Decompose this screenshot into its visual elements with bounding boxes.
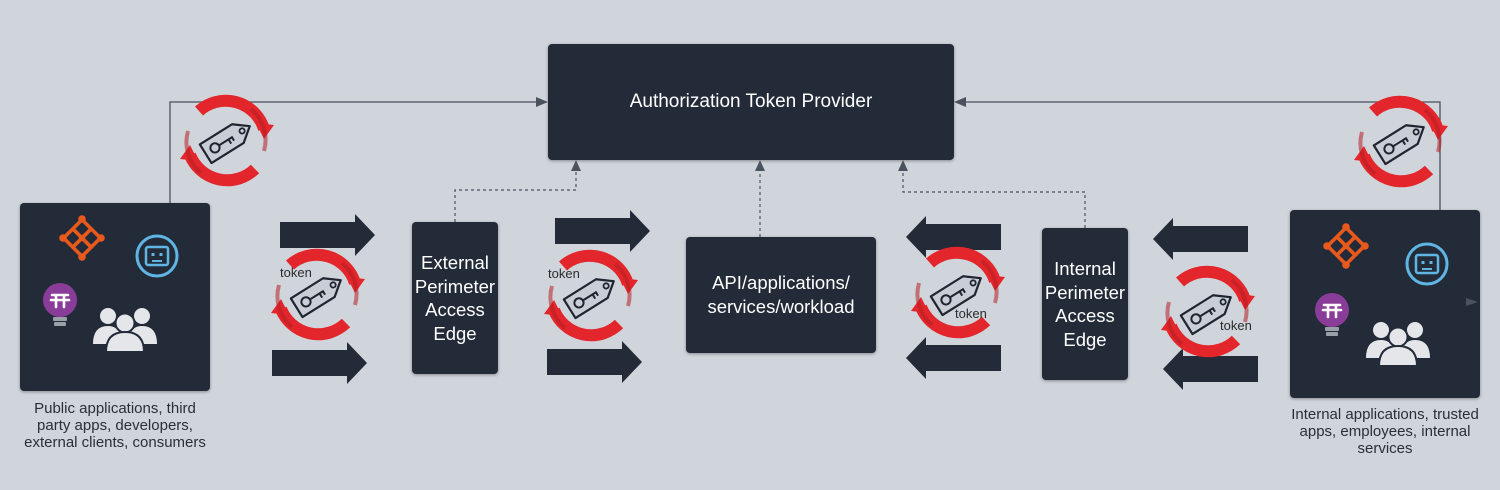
chat-bot-icon [135, 234, 179, 278]
key-tag-refresh-icon [180, 101, 274, 181]
api-applications-box: API/applications/ services/workload [686, 237, 876, 353]
int-edge-line: Edge [1063, 328, 1107, 350]
key-tag-refresh-icon [1161, 272, 1255, 352]
public-clients-caption: Public applications, third party apps, d… [10, 400, 220, 451]
ext-edge-line: External [421, 252, 489, 273]
ext-edge-line: Perimeter [414, 275, 496, 297]
provider-label: Authorization Token Provider [629, 91, 873, 112]
request-arrow [1153, 218, 1248, 260]
external-perimeter-access-edge-box: External Perimeter Access Edge [412, 222, 498, 374]
internal-perimeter-access-edge-box: Internal Perimeter Access Edge [1042, 228, 1128, 380]
request-arrow [547, 341, 642, 383]
people-group-icon [1365, 321, 1431, 367]
caption-line: apps, employees, internal [1299, 423, 1471, 440]
internal-clients-caption: Internal applications, trusted apps, emp… [1278, 406, 1492, 457]
ext-edge-line: Edge [433, 322, 477, 344]
request-arrow [280, 214, 375, 256]
token-label: token [280, 265, 312, 280]
authorization-token-provider-box: Authorization Token Provider [548, 44, 954, 160]
chat-bot-icon [1405, 242, 1449, 286]
connector-lines [169, 97, 1478, 306]
token-label: token [548, 266, 580, 281]
token-label: token [1220, 318, 1252, 333]
purple-bulb-icon [41, 281, 79, 328]
caption-line: Internal applications, trusted [1291, 406, 1479, 423]
api-line: services/workload [707, 296, 855, 317]
people-group-icon [92, 307, 158, 353]
orange-network-icon [1321, 221, 1371, 271]
key-tag-refresh-icon [1354, 102, 1448, 182]
request-arrow [272, 342, 367, 384]
caption-line: party apps, developers, [37, 417, 193, 434]
orange-network-icon [57, 213, 107, 263]
request-arrow [906, 337, 1001, 379]
int-edge-line: Perimeter [1044, 281, 1126, 303]
int-edge-line: Access [1055, 305, 1115, 326]
request-arrow [555, 210, 650, 252]
caption-line: external clients, consumers [24, 434, 206, 451]
token-label: token [955, 306, 987, 321]
caption-line: services [1357, 440, 1413, 457]
ext-edge-line: Access [425, 299, 485, 320]
purple-bulb-icon [1313, 291, 1351, 338]
caption-line: Public applications, third [34, 400, 196, 417]
api-line: API/applications/ [712, 272, 850, 293]
int-edge-line: Internal [1054, 258, 1116, 279]
